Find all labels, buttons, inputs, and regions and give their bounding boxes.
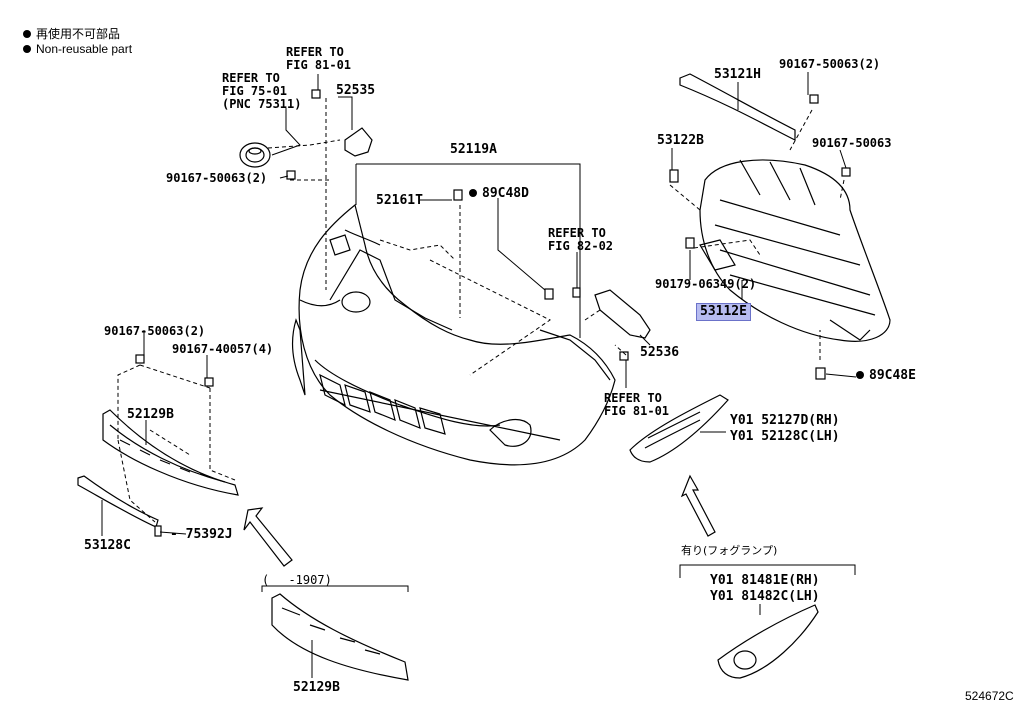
legend-jp-text: 再使用不可部品 [36, 27, 121, 41]
label-52129B-upper[interactable]: 52129B [127, 407, 174, 422]
label-90167-50063-2-lower[interactable]: 90167-50063(2) [104, 324, 206, 338]
label-52119A[interactable]: 52119A [450, 142, 497, 157]
label-line: FIG 81-01 [604, 404, 670, 418]
label-52161T[interactable]: 52161T [376, 193, 423, 208]
label-text: 75392J [185, 527, 233, 542]
label-line: FIG 81-01 [286, 58, 352, 72]
label-line: FIG 75-01 [222, 84, 288, 98]
label-fog-note: 有り(フォグランプ) [681, 544, 778, 557]
legend-line-en: Non-reusable part [23, 42, 132, 57]
label-line: FIG 82-02 [548, 239, 614, 253]
label-line: REFER TO [286, 45, 344, 59]
label-line: REFER TO [222, 71, 280, 85]
label-range-1907: ( -1907) [262, 573, 332, 587]
radiator-grille [699, 159, 891, 342]
label-90167-50063-2-right[interactable]: 90167-50063(2) [779, 57, 881, 71]
figure-number: 524672C [965, 689, 1014, 703]
label-90167-50063-2-left[interactable]: 90167-50063(2) [166, 171, 268, 185]
lower-grille-52129B-alt [271, 593, 409, 681]
fasteners [135, 89, 851, 537]
upper-molding-53121H [679, 73, 796, 141]
fog-lamp-bezel [717, 604, 819, 679]
legend-en-text: Non-reusable part [36, 42, 133, 56]
label-53121H[interactable]: 53121H [714, 67, 761, 82]
label-text: 89C48E [869, 368, 916, 383]
label-line: REFER TO [548, 226, 606, 240]
label-cover-rh[interactable]: Y01 52127D(RH) [730, 413, 840, 428]
label-fog-rh[interactable]: Y01 81481E(RH) [710, 573, 820, 588]
bracket-52536 [594, 289, 651, 339]
bullet-icon [23, 30, 31, 38]
bracket-52535 [344, 127, 373, 157]
label-52535[interactable]: 52535 [336, 83, 376, 98]
lower-grille-52129B [102, 409, 239, 496]
label-90167-40057-4[interactable]: 90167-40057(4) [172, 342, 274, 356]
front-bumper-cover [291, 203, 616, 466]
label-52536[interactable]: 52536 [640, 345, 680, 360]
molding-53128C [77, 475, 159, 528]
label-89C48E[interactable]: 89C48E [856, 369, 916, 382]
bullet-icon [23, 45, 31, 53]
non-reusable-icon [856, 371, 864, 379]
label-53122B[interactable]: 53122B [657, 133, 704, 148]
label-89C48D[interactable]: 89C48D [469, 187, 529, 200]
label-text: 89C48D [482, 186, 529, 201]
label-75392J[interactable]: - 75392J [170, 528, 233, 541]
label-52129B-lower[interactable]: 52129B [293, 680, 340, 695]
legend-line-jp: 再使用不可部品 [23, 27, 120, 42]
label-53128C[interactable]: 53128C [84, 538, 131, 553]
dash-prefix: - [170, 527, 186, 542]
arrow-to-lower-grille [243, 507, 293, 567]
arrows [243, 474, 716, 567]
arrow-to-fog-cover [680, 474, 716, 537]
label-90179-06349-2[interactable]: 90179-06349(2) [655, 277, 757, 291]
label-cover-lh[interactable]: Y01 52128C(LH) [730, 429, 840, 444]
label-line: (PNC 75311) [222, 97, 302, 111]
label-53112E-highlighted[interactable]: 53112E [696, 303, 751, 321]
toyota-emblem-icon [239, 142, 271, 168]
label-fog-lh[interactable]: Y01 81482C(LH) [710, 589, 820, 604]
label-90167-50063-right[interactable]: 90167-50063 [812, 136, 892, 150]
label-line: REFER TO [604, 391, 662, 405]
non-reusable-icon [469, 189, 477, 197]
fog-lamp-cover [629, 394, 729, 463]
